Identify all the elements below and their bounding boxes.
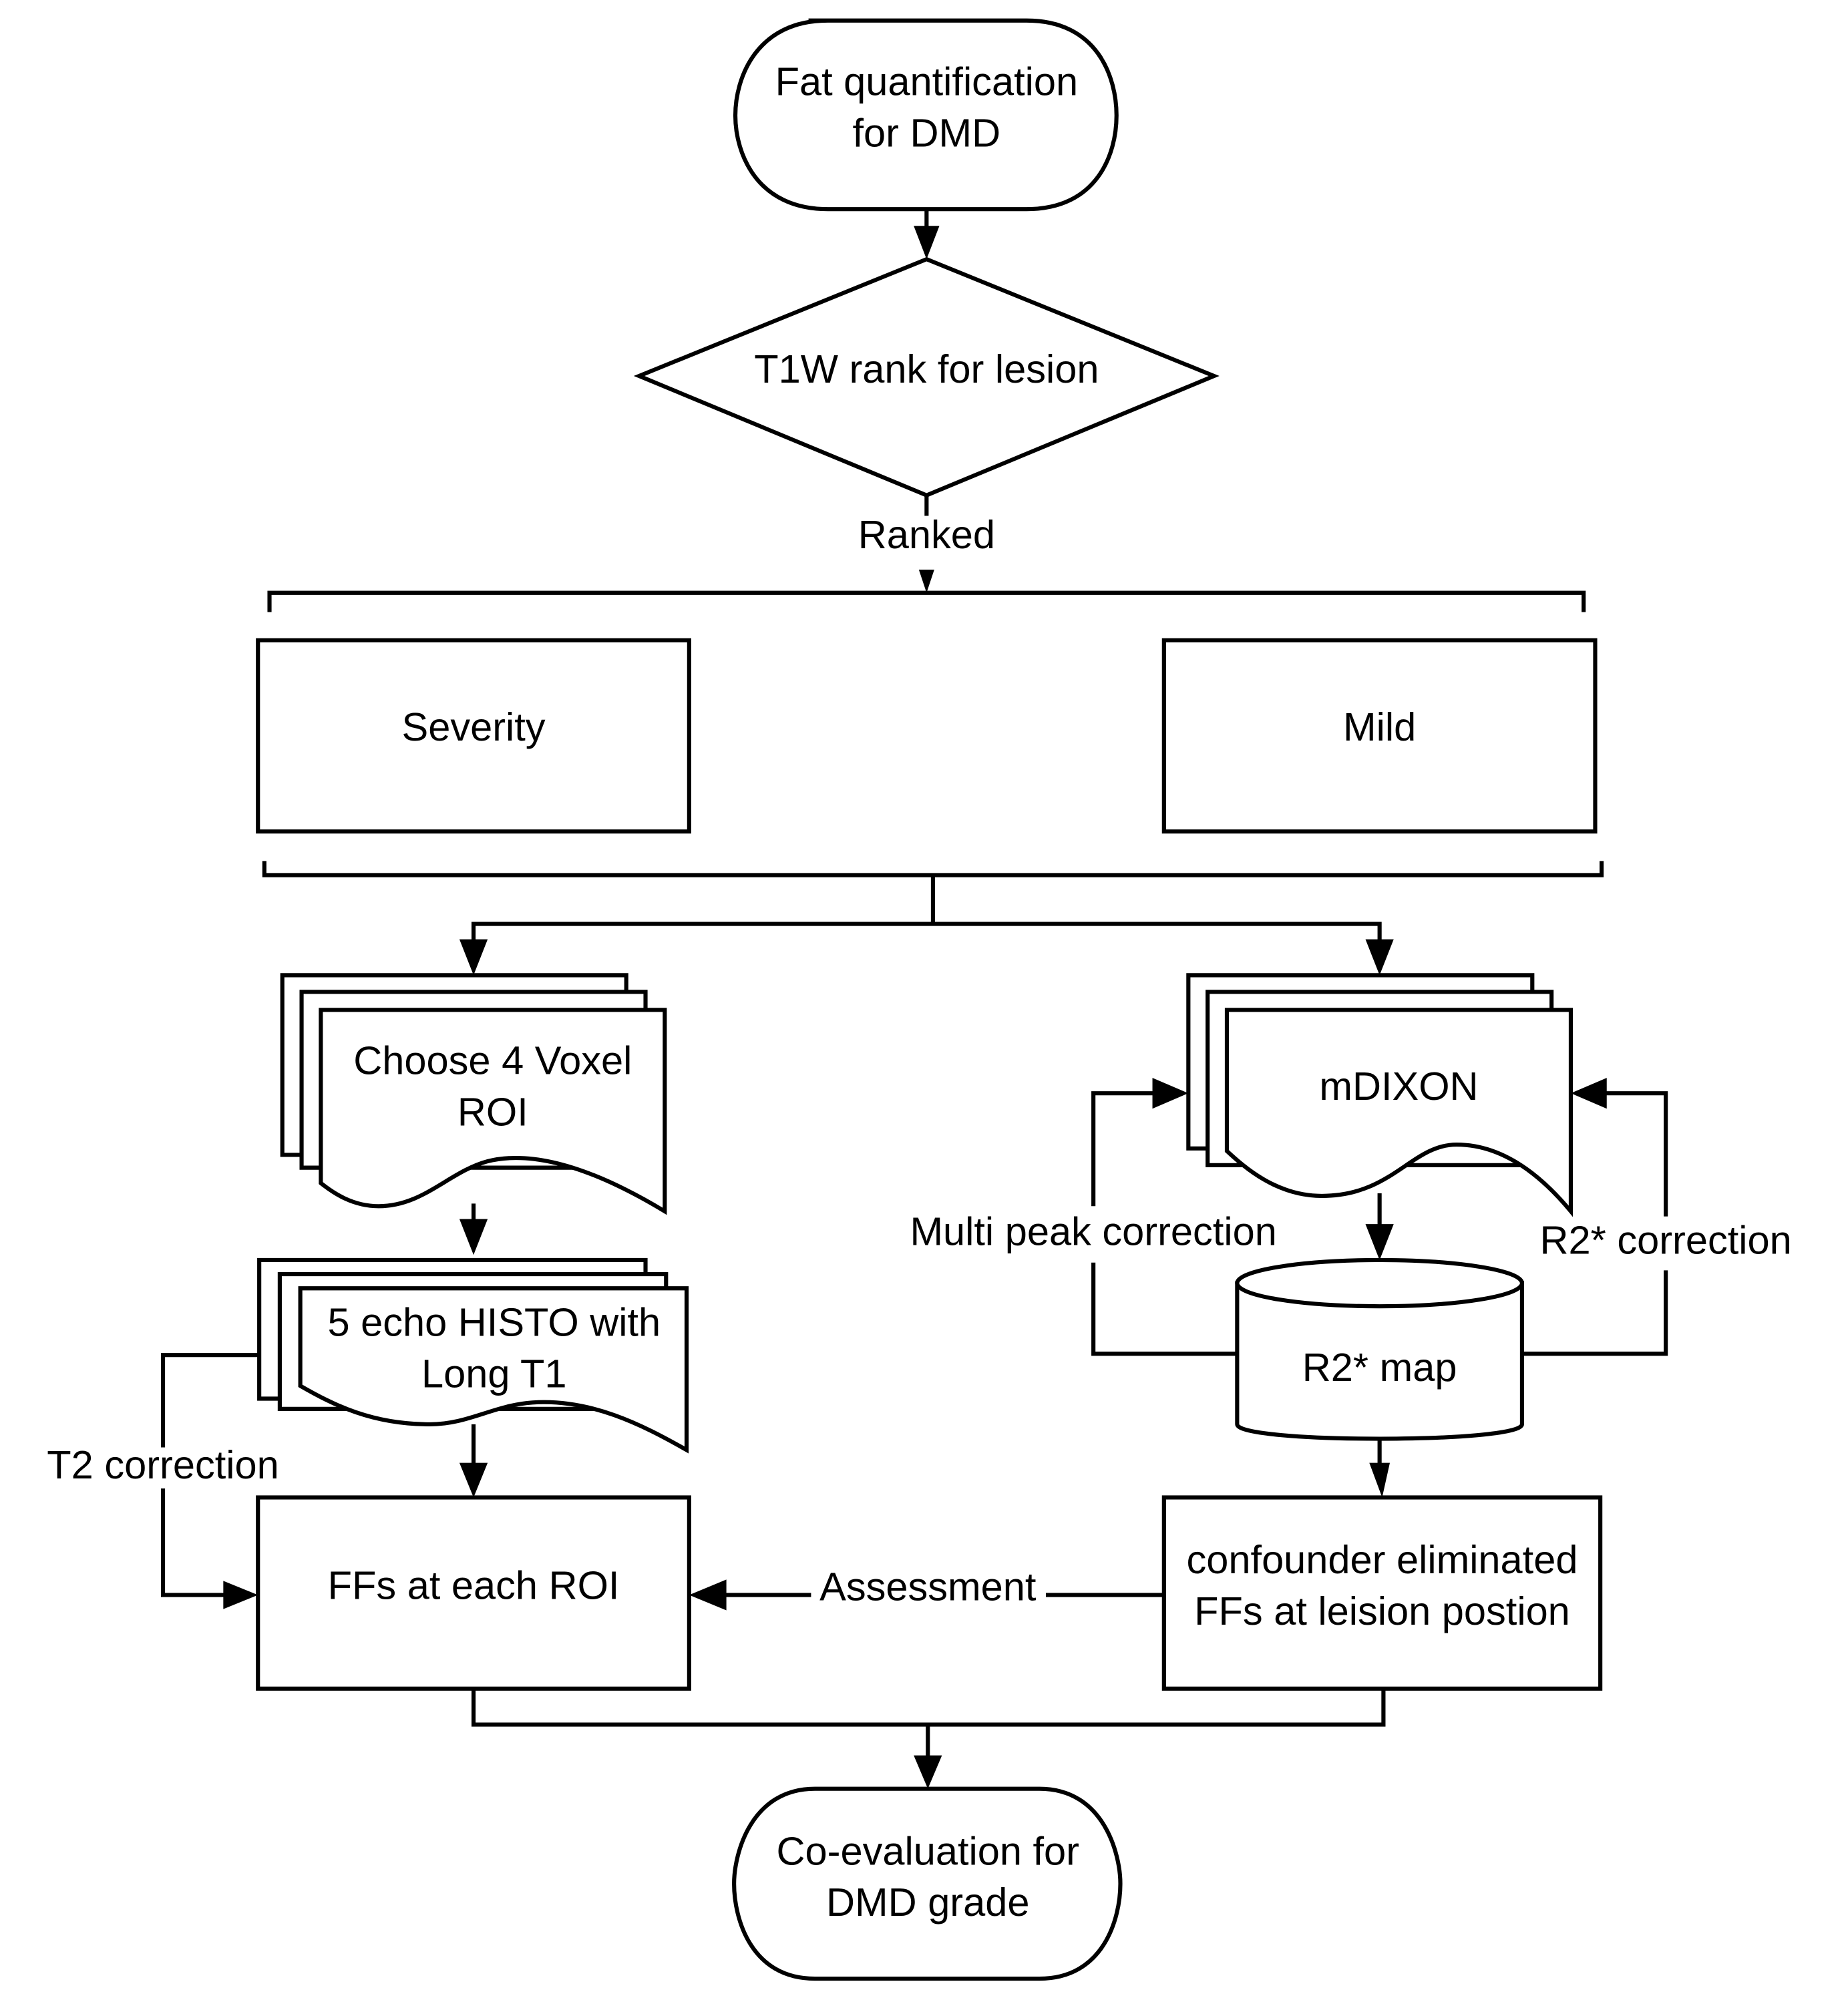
edge-decision-to-groups: Ranked — [858, 495, 995, 593]
edge-label-multi-peak-correction: Multi peak correction — [910, 1209, 1276, 1253]
ffs-roi-box-shape — [256, 1495, 691, 1691]
arrowhead-left-icon — [689, 1579, 727, 1611]
edge-label-assessment: Assessment — [819, 1565, 1037, 1609]
severity-box-label: Severity — [401, 705, 545, 749]
arrowhead-down-icon — [1365, 939, 1394, 976]
ffs-roi-box-label: FFs at each ROI — [328, 1563, 620, 1608]
arrowhead-left-icon — [1570, 1078, 1607, 1109]
edge-label-r2-correction: R2* correction — [1539, 1218, 1791, 1263]
mild-box-label: Mild — [1343, 705, 1416, 749]
connector-line — [1091, 1262, 1238, 1356]
connector-line — [160, 1488, 229, 1597]
edge-label-t2-correction: T2 correction — [47, 1442, 279, 1487]
r2-map-cylinder-top — [1235, 1257, 1525, 1309]
arrowhead-down-icon — [1365, 1224, 1394, 1260]
edge-mdixon-to-r2map — [1365, 1193, 1394, 1260]
arrowhead-right-icon — [223, 1581, 258, 1609]
edge-groups-split — [459, 875, 1394, 976]
edge-label-ranked: Ranked — [858, 512, 995, 557]
bottom-group-bracket — [262, 861, 1604, 877]
edge-t2-correction: T2 correction — [47, 1353, 279, 1609]
choose-roi-label-line-1: Choose 4 Voxel — [353, 1038, 632, 1083]
document-page-front — [1224, 1008, 1574, 1217]
severity-box: Severity — [256, 638, 691, 834]
end-terminator-shape — [732, 1786, 1123, 1981]
start-terminator-label-line-1: Fat quantification — [775, 59, 1078, 104]
edge-merge-to-end — [471, 1688, 1386, 1789]
arrowhead-down-icon — [1369, 1462, 1391, 1498]
arrowhead-down-icon — [459, 939, 488, 976]
ffs-roi-box: FFs at each ROI — [256, 1495, 691, 1691]
connector-line — [1604, 1091, 1668, 1217]
top-group-bracket — [267, 590, 1586, 612]
arrowhead-down-icon — [914, 1755, 942, 1789]
mild-box: Mild — [1161, 638, 1598, 834]
connector-line — [1091, 1091, 1155, 1207]
histo-label-line-1: 5 echo HISTO with — [327, 1300, 661, 1345]
confounder-box-label-line-2: FFs at leision postion — [1194, 1589, 1570, 1633]
arrowhead-right-icon — [1152, 1078, 1189, 1109]
connector-line — [471, 1688, 1386, 1727]
arrowhead-down-icon — [914, 226, 940, 260]
mdixon-label: mDIXON — [1319, 1064, 1478, 1109]
decision-diamond: T1W rank for lesion — [633, 256, 1220, 498]
mdixon-document: mDIXON — [1186, 973, 1574, 1217]
confounder-box-label-line-1: confounder eliminated — [1187, 1537, 1578, 1582]
choose-roi-document: Choose 4 Voxel ROI — [280, 973, 667, 1215]
confounder-box: confounder eliminated FFs at leision pos… — [1161, 1495, 1603, 1691]
decision-diamond-label: T1W rank for lesion — [754, 347, 1099, 391]
end-terminator-label-line-1: Co-evaluation for — [777, 1828, 1079, 1873]
r2-map-database: R2* map — [1235, 1257, 1525, 1441]
confounder-box-shape — [1161, 1495, 1603, 1691]
start-terminator: Fat quantification for DMD — [733, 18, 1119, 212]
edge-r2map-to-confounder — [1369, 1437, 1391, 1498]
arrowhead-down-icon — [918, 570, 934, 593]
document-page-front — [298, 1286, 689, 1454]
arrowhead-down-icon — [459, 1219, 488, 1255]
histo-document: 5 echo HISTO with Long T1 — [257, 1257, 689, 1454]
edge-assessment: Assessment — [689, 1565, 1164, 1611]
severity-box-shape — [256, 638, 691, 834]
edge-r2-correction: R2* correction — [1521, 1078, 1792, 1356]
r2-map-cylinder-body — [1235, 1281, 1525, 1441]
end-terminator: Co-evaluation for DMD grade — [732, 1786, 1123, 1981]
mild-box-shape — [1161, 638, 1598, 834]
histo-label-line-2: Long T1 — [421, 1352, 566, 1396]
edge-multi-peak-correction: Multi peak correction — [910, 1078, 1277, 1356]
connector-line — [160, 1353, 260, 1448]
document-page-front — [319, 1008, 667, 1215]
r2-map-label: R2* map — [1302, 1345, 1457, 1390]
edge-start-to-decision — [914, 209, 940, 260]
edge-histo-to-ffs — [459, 1424, 488, 1498]
connector-line — [1521, 1270, 1668, 1356]
connector-line — [471, 922, 1382, 950]
start-terminator-label-line-2: for DMD — [853, 110, 1001, 155]
choose-roi-label-line-2: ROI — [457, 1090, 528, 1135]
edge-choose-roi-to-histo — [459, 1203, 488, 1255]
end-terminator-label-line-2: DMD grade — [826, 1880, 1029, 1925]
arrowhead-down-icon — [459, 1462, 488, 1498]
